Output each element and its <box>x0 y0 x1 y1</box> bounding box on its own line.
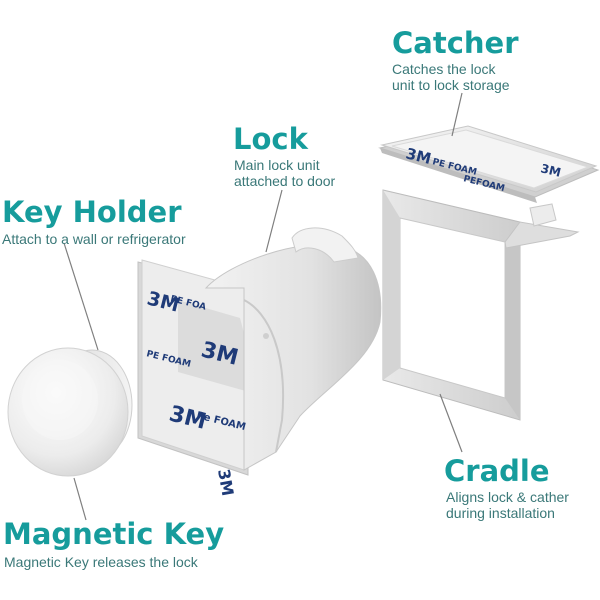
catcher-tape-brand: 3M <box>404 144 433 168</box>
key-holder-leader <box>63 242 99 351</box>
magnetic-key-leader <box>73 477 87 521</box>
magnetic-key-part <box>7 347 133 477</box>
cradle-description-line-2: during installation <box>446 505 555 521</box>
cradle-leader <box>439 393 463 453</box>
catcher-description-line-1: Catches the lock <box>392 61 496 77</box>
catcher-tape-brand-2: 3M <box>539 161 562 179</box>
cradle-title: Cradle <box>444 454 550 488</box>
catcher-description-line-2: unit to lock storage <box>392 77 510 93</box>
key-holder-title: Key Holder <box>2 195 182 229</box>
lock-title: Lock <box>233 122 308 156</box>
catcher-leader <box>451 92 463 137</box>
lock-leader <box>265 189 283 253</box>
lock-description-line-1: Main lock unit <box>234 157 320 173</box>
catcher-part: 3M PE FOAM PEFOAM 3M <box>378 125 600 203</box>
leader-lines <box>63 92 463 521</box>
magnetic-key-description: Magnetic Key releases the lock <box>4 554 198 570</box>
cradle-part <box>382 189 580 421</box>
lock-tape-brand-4: 3M <box>214 467 237 497</box>
key-holder-description: Attach to a wall or refrigerator <box>2 231 186 247</box>
lock-part: 3M PE FOA 3M PE FOAM 3M Pe FOAM 3M <box>137 227 382 497</box>
cradle-description-line-1: Aligns lock & cather <box>446 489 569 505</box>
magnetic-key-title: Magnetic Key <box>3 517 225 551</box>
catcher-title: Catcher <box>392 26 519 60</box>
lock-description-line-2: attached to door <box>234 173 336 189</box>
